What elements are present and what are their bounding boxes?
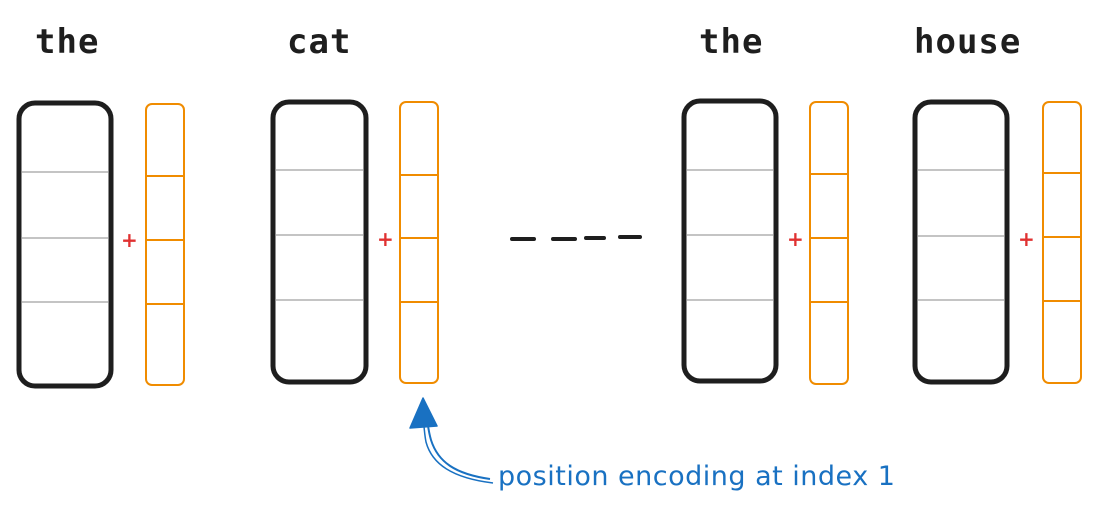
position-encoding-box	[1042, 101, 1082, 384]
token-group-3	[681, 98, 849, 385]
annotation-arrow	[409, 397, 494, 484]
word-embedding-box	[16, 100, 114, 389]
word-label-house: house	[914, 22, 1022, 62]
word-label-the: the	[35, 22, 100, 62]
plus-sign: +	[377, 227, 394, 251]
position-encoding-box	[809, 101, 849, 385]
position-encoding-box	[399, 101, 439, 384]
annotation-label: position encoding at index 1	[498, 461, 896, 492]
arrowhead-icon	[409, 397, 438, 429]
word-embedding-box	[912, 99, 1010, 385]
token-group-4	[912, 99, 1082, 385]
word-embedding-box	[270, 99, 369, 385]
word-embedding-box	[681, 98, 779, 384]
token-group-2	[270, 99, 439, 385]
token-group-1	[16, 100, 185, 389]
word-label-the: the	[699, 22, 764, 62]
plus-sign: +	[1018, 227, 1035, 251]
plus-sign: +	[121, 228, 138, 252]
ellipsis-dashes	[510, 235, 642, 241]
word-label-cat: cat	[287, 22, 352, 62]
position-encoding-box	[145, 103, 185, 386]
plus-sign: +	[787, 227, 804, 251]
